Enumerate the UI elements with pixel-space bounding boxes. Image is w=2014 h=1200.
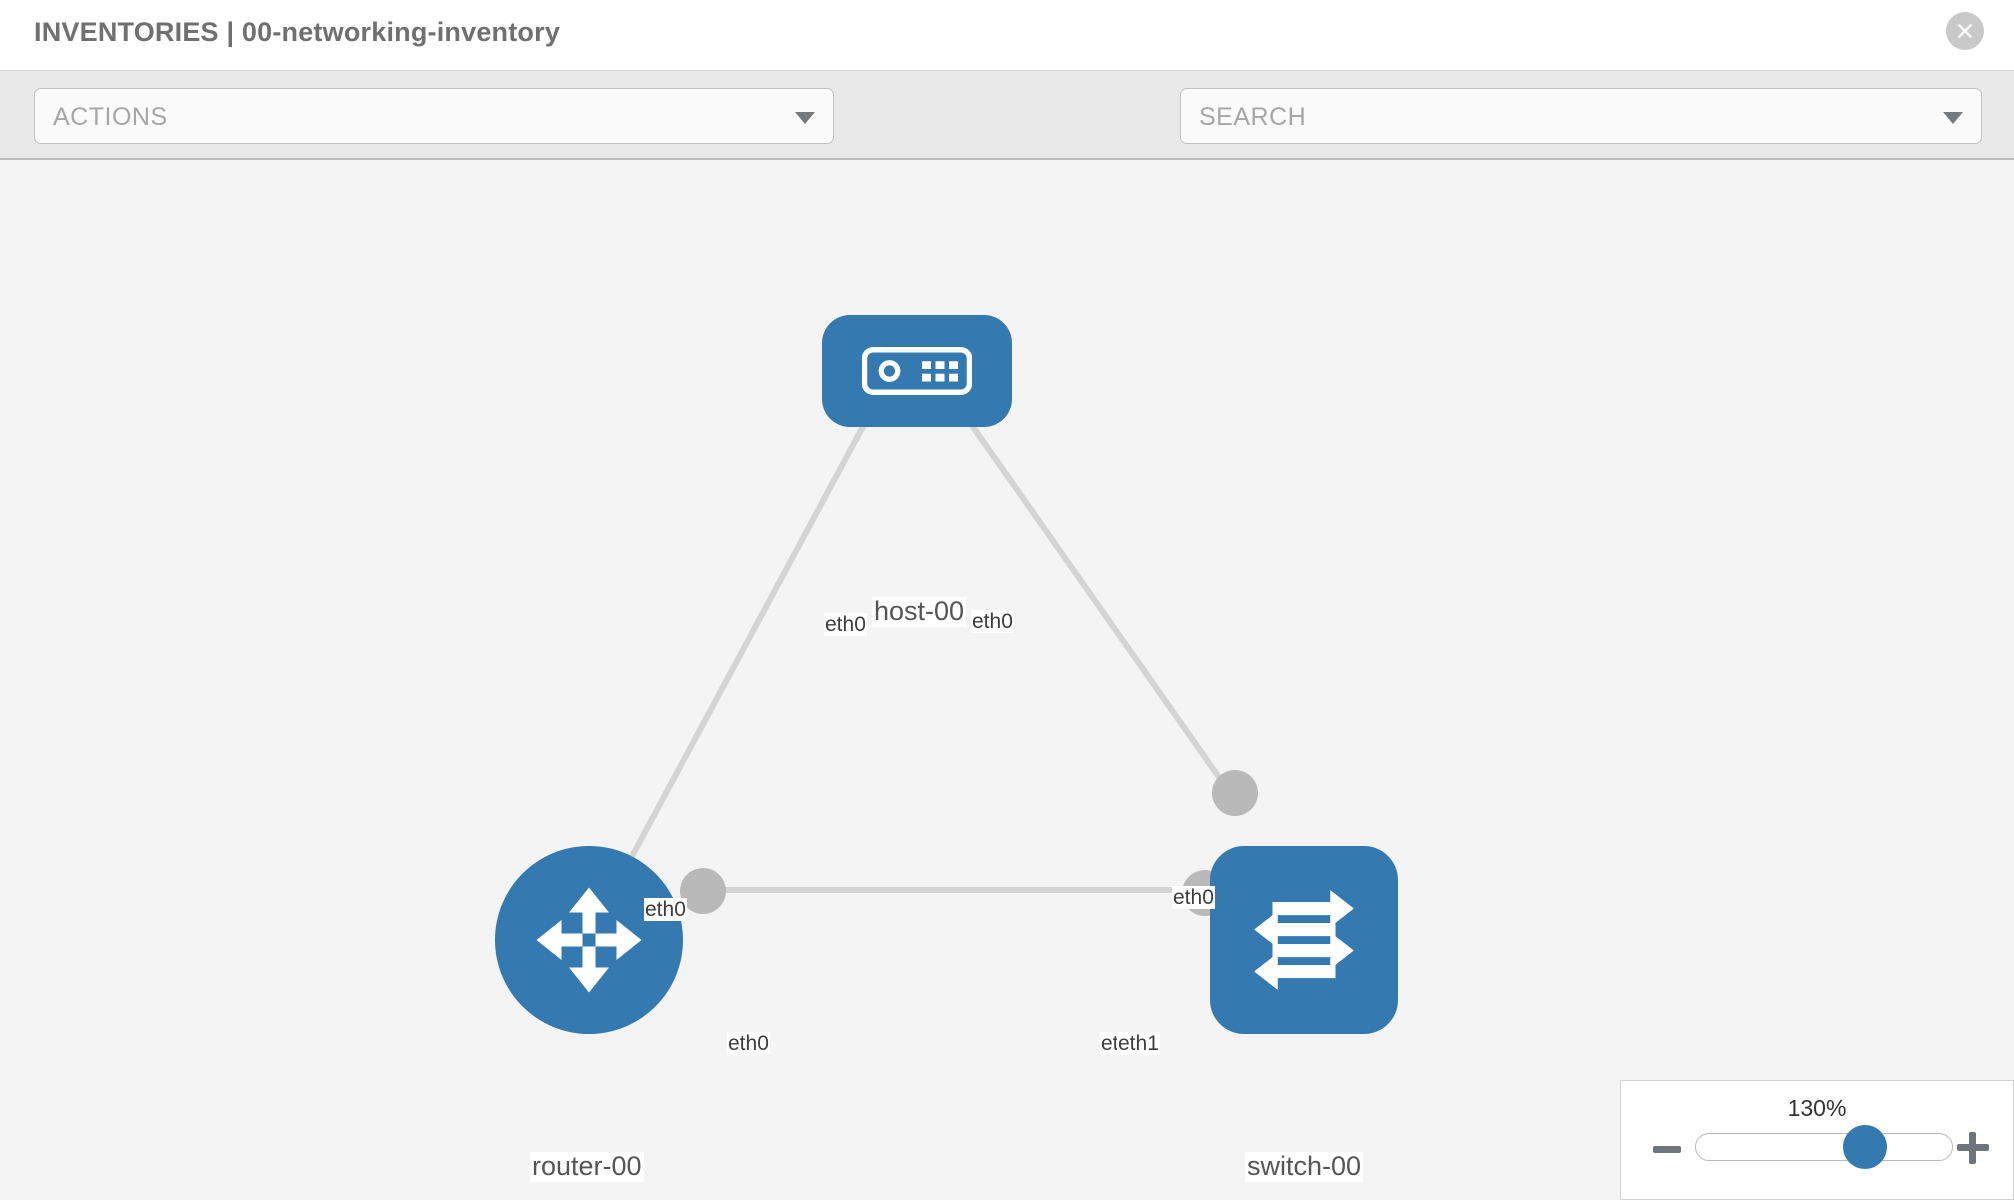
search-placeholder: SEARCH xyxy=(1199,103,1307,131)
iface-switch-top: eth0 xyxy=(1172,886,1215,910)
node-router-00-label: router-00 xyxy=(530,1151,644,1182)
node-router-00[interactable] xyxy=(495,846,683,1034)
toolbar: ACTIONS SEARCH xyxy=(0,70,2014,197)
iface-host-right: eth0 xyxy=(971,610,1014,634)
node-router-00-shape xyxy=(495,846,683,1034)
page-title: INVENTORIES | 00-networking-inventory xyxy=(34,17,561,47)
node-switch-00-shape xyxy=(1210,846,1398,1034)
port-switch-top[interactable] xyxy=(1212,770,1258,816)
node-host-00[interactable] xyxy=(822,315,1012,427)
title-bar: INVENTORIES | 00-networking-inventory xyxy=(0,0,2014,70)
iface-router-right: eth0 xyxy=(727,1032,770,1056)
chevron-down-icon xyxy=(1943,112,1963,124)
topology-links xyxy=(627,378,1238,893)
port-router-right[interactable] xyxy=(680,868,726,914)
iface-router-top: eth0 xyxy=(644,898,687,922)
iface-host-left: eth0 xyxy=(824,613,867,637)
actions-dropdown-label: ACTIONS xyxy=(53,103,168,131)
close-button[interactable] xyxy=(1946,12,1984,50)
zoom-slider-thumb[interactable] xyxy=(1843,1125,1887,1169)
node-host-00-label: host-00 xyxy=(872,596,967,627)
link-host-router[interactable] xyxy=(627,378,891,862)
node-host-00-shape xyxy=(822,315,1012,427)
node-switch-00-label: switch-00 xyxy=(1245,1151,1364,1182)
zoom-out-button[interactable] xyxy=(1653,1146,1681,1153)
router-arrows-icon xyxy=(536,887,642,993)
search-input[interactable]: SEARCH xyxy=(1180,88,1982,144)
topology-canvas[interactable]: host-00 eth0 eth0 router-00 eth0 eth0 xyxy=(0,160,2014,1200)
zoom-level-value: 130% xyxy=(1787,1095,1847,1121)
actions-dropdown[interactable]: ACTIONS xyxy=(34,88,834,144)
zoom-slider-track[interactable] xyxy=(1695,1133,1953,1161)
zoom-in-button[interactable] xyxy=(1957,1132,1989,1164)
switch-arrows-icon xyxy=(1254,890,1354,990)
zoom-control-panel: 130% xyxy=(1620,1080,2014,1200)
link-host-switch[interactable] xyxy=(937,378,1238,802)
close-icon xyxy=(1957,23,1973,39)
chevron-down-icon xyxy=(795,112,815,124)
node-switch-00[interactable] xyxy=(1210,846,1398,1034)
iface-switch-left-b: eth1 xyxy=(1117,1032,1160,1056)
server-icon xyxy=(862,347,972,395)
